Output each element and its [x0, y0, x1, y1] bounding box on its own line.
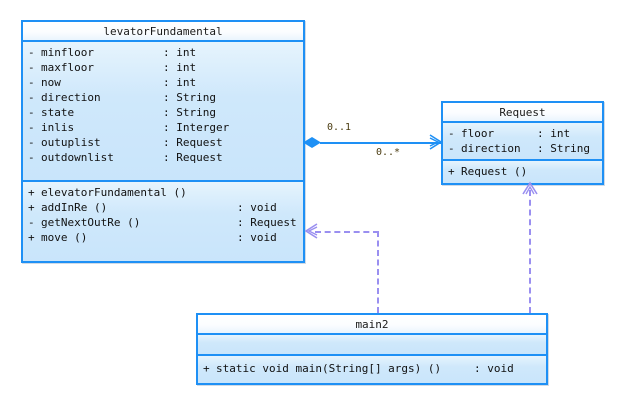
operation-row: - getNextOutRe () : Request [23, 215, 303, 230]
attribute-name: floor [461, 127, 495, 140]
attribute-name: now [41, 76, 61, 89]
attribute-row: - direction : String [23, 90, 303, 105]
attributes-compartment-main2 [198, 335, 546, 354]
aggregation-diamond [303, 137, 321, 148]
visibility-marker: + [203, 362, 210, 375]
dependency-segment-horizontal [315, 231, 379, 233]
attribute-type: : Interger [163, 121, 230, 134]
attribute-row: - floor : int [443, 126, 602, 141]
attribute-name: state [41, 106, 75, 119]
attribute-type: : int [537, 127, 571, 140]
operation-name: elevatorFundamental () [41, 186, 187, 199]
visibility-marker: - [448, 127, 455, 140]
attribute-type: : Request [163, 136, 223, 149]
attribute-row: - state : String [23, 105, 303, 120]
attribute-row: - direction : String [443, 141, 602, 156]
operations-compartment-main2: + static void main(String[] args) () : v… [198, 354, 546, 383]
attribute-row: - outuplist : Request [23, 135, 303, 150]
operations-compartment-request: + Request () [443, 159, 602, 183]
attributes-compartment-elevator-fundamental: - minfloor : int - maxfloor : int - now … [23, 42, 303, 180]
attribute-type: : int [163, 46, 197, 59]
visibility-marker: - [28, 76, 35, 89]
attribute-name: minfloor [41, 46, 94, 59]
attribute-name: inlis [41, 121, 75, 134]
class-title-request: Request [443, 103, 602, 123]
attribute-type: : String [163, 106, 216, 119]
attribute-name: maxfloor [41, 61, 94, 74]
visibility-marker: - [28, 151, 35, 164]
visibility-marker: - [28, 61, 35, 74]
attribute-type: : Request [163, 151, 223, 164]
visibility-marker: - [28, 136, 35, 149]
attribute-type: : String [163, 91, 216, 104]
visibility-marker: - [28, 91, 35, 104]
operation-row: + elevatorFundamental () [23, 185, 303, 200]
dependency-segment-vertical [529, 190, 531, 313]
attribute-name: outuplist [41, 136, 101, 149]
visibility-marker: - [28, 106, 35, 119]
class-box-request[interactable]: Request - floor : int - direction : Stri… [441, 101, 604, 185]
attribute-row: - now : int [23, 75, 303, 90]
aggregation-line [320, 142, 442, 144]
attribute-row: - inlis : Interger [23, 120, 303, 135]
operation-name: addInRe () [41, 201, 108, 214]
operation-return-type: : void [237, 231, 277, 244]
multiplicity-target: 0..* [376, 147, 401, 158]
class-box-elevator-fundamental[interactable]: levatorFundamental - minfloor : int - ma… [21, 20, 305, 263]
attribute-name: direction [461, 142, 521, 155]
attributes-compartment-request: - floor : int - direction : String [443, 123, 602, 159]
attribute-name: direction [41, 91, 101, 104]
visibility-marker: - [28, 46, 35, 59]
attribute-row: - maxfloor : int [23, 60, 303, 75]
attribute-type: : String [537, 142, 590, 155]
visibility-marker: - [448, 142, 455, 155]
dependency-arrowhead [522, 181, 538, 195]
class-title-main2: main2 [198, 315, 546, 335]
operation-return-type: : void [237, 201, 277, 214]
dependency-segment-vertical [377, 231, 379, 313]
visibility-marker: - [28, 216, 35, 229]
visibility-marker: + [28, 231, 35, 244]
operation-row: + Request () [443, 164, 602, 179]
multiplicity-source: 0..1 [327, 122, 352, 133]
attribute-type: : int [163, 61, 197, 74]
visibility-marker: + [448, 165, 455, 178]
operation-row: + addInRe () : void [23, 200, 303, 215]
operation-name: getNextOutRe () [41, 216, 141, 229]
dependency-arrowhead [303, 223, 318, 239]
operation-name: static void main(String[] args) () [216, 362, 442, 375]
operation-return-type: : Request [237, 216, 297, 229]
attribute-row: - minfloor : int [23, 45, 303, 60]
attribute-name: outdownlist [41, 151, 114, 164]
class-box-main2[interactable]: main2 + static void main(String[] args) … [196, 313, 548, 385]
operation-name: move () [41, 231, 88, 244]
attribute-row: - outdownlist : Request [23, 150, 303, 165]
operation-name: Request () [461, 165, 528, 178]
aggregation-arrowhead [428, 134, 443, 150]
visibility-marker: + [28, 186, 35, 199]
class-title-elevator-fundamental: levatorFundamental [23, 22, 303, 42]
operations-compartment-elevator-fundamental: + elevatorFundamental () + addInRe () : … [23, 180, 303, 261]
attribute-type: : int [163, 76, 197, 89]
operation-row: + static void main(String[] args) () : v… [198, 361, 546, 376]
visibility-marker: - [28, 121, 35, 134]
visibility-marker: + [28, 201, 35, 214]
operation-return-type: : void [474, 362, 514, 375]
operation-row: + move () : void [23, 230, 303, 245]
